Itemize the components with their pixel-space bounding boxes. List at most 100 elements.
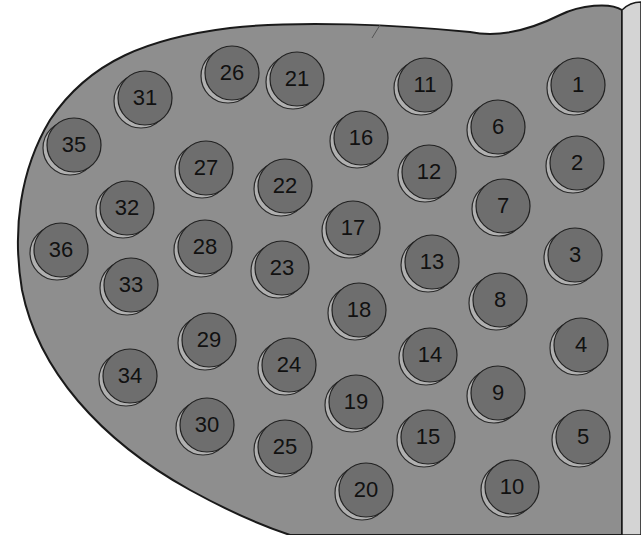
callout-number: 36 [49, 239, 73, 261]
callout-number: 4 [575, 334, 587, 356]
pin-face [405, 235, 459, 289]
pin-face [255, 241, 309, 295]
pin-face [402, 145, 456, 199]
pin-circle: 33 [103, 257, 159, 313]
callout-number: 15 [416, 426, 440, 448]
pin-face [334, 111, 388, 165]
pin-circle: 14 [402, 327, 458, 383]
pin-face [398, 58, 452, 112]
callout-number: 12 [417, 161, 441, 183]
pin-circle: 10 [484, 459, 540, 515]
pin-face [554, 318, 608, 372]
plate-edge [622, 2, 641, 535]
callout-number: 10 [500, 476, 524, 498]
callout-number: 16 [349, 127, 373, 149]
callout-number: 8 [494, 289, 506, 311]
pin-face [180, 398, 234, 452]
pin-face [47, 118, 101, 172]
pin-face [551, 58, 605, 112]
callout-number: 13 [420, 251, 444, 273]
callout-number: 18 [347, 299, 371, 321]
callout-number: 21 [285, 68, 309, 90]
callout-number: 3 [569, 244, 581, 266]
pin-face [258, 420, 312, 474]
callout-number: 5 [577, 426, 589, 448]
callout-number: 34 [118, 365, 142, 387]
callout-number: 29 [197, 329, 221, 351]
pin-face [262, 338, 316, 392]
pin-circle: 4 [553, 317, 609, 373]
pin-circle: 35 [46, 117, 102, 173]
pin-circle: 34 [102, 348, 158, 404]
pin-circle: 23 [254, 240, 310, 296]
pin-face [34, 223, 88, 277]
pin-circle: 3 [547, 227, 603, 283]
pin-face [100, 181, 154, 235]
pin-face [476, 179, 530, 233]
pin-face [471, 366, 525, 420]
callout-number: 17 [341, 217, 365, 239]
pin-circle: 28 [177, 219, 233, 275]
callout-number: 31 [133, 87, 157, 109]
callout-number: 30 [195, 414, 219, 436]
pin-circle: 24 [261, 337, 317, 393]
callout-number: 2 [571, 152, 583, 174]
pin-face [550, 136, 604, 190]
pin-circle: 6 [470, 99, 526, 155]
callout-number: 28 [193, 236, 217, 258]
pin-circle: 26 [204, 45, 260, 101]
pin-face [103, 349, 157, 403]
pin-circle: 15 [400, 409, 456, 465]
pin-face [548, 228, 602, 282]
callout-number: 32 [115, 197, 139, 219]
pin-circle: 8 [472, 272, 528, 328]
plate-body [18, 5, 622, 535]
pin-circle: 27 [178, 140, 234, 196]
pin-circle: 18 [331, 282, 387, 338]
callout-number: 23 [270, 257, 294, 279]
pin-circle: 12 [401, 144, 457, 200]
pin-face [401, 410, 455, 464]
callout-number: 14 [418, 344, 442, 366]
pin-circle: 31 [117, 70, 173, 126]
pin-face [270, 52, 324, 106]
pin-face [179, 141, 233, 195]
pin-circle: 17 [325, 200, 381, 256]
pin-circle: 19 [328, 374, 384, 430]
pin-circle: 9 [470, 365, 526, 421]
pin-circle: 16 [333, 110, 389, 166]
callout-number: 27 [194, 157, 218, 179]
pin-face [178, 220, 232, 274]
pin-face [104, 258, 158, 312]
pin-face [403, 328, 457, 382]
callout-number: 1 [572, 74, 584, 96]
pin-face [473, 273, 527, 327]
pin-face [332, 283, 386, 337]
pin-face [258, 159, 312, 213]
pin-circle: 36 [33, 222, 89, 278]
pin-circle: 25 [257, 419, 313, 475]
pin-circle: 20 [338, 462, 394, 518]
callout-number: 19 [344, 391, 368, 413]
pin-circle: 11 [397, 57, 453, 113]
pin-face [118, 71, 172, 125]
pin-circle: 22 [257, 158, 313, 214]
pin-face [471, 100, 525, 154]
pin-circle: 21 [269, 51, 325, 107]
pin-face [182, 313, 236, 367]
callout-number: 20 [354, 479, 378, 501]
pin-circle: 29 [181, 312, 237, 368]
pin-face [339, 463, 393, 517]
pin-circle: 5 [555, 409, 611, 465]
callout-number: 33 [119, 274, 143, 296]
callout-number: 7 [497, 195, 509, 217]
pin-circle: 7 [475, 178, 531, 234]
pin-circle: 32 [99, 180, 155, 236]
callout-number: 22 [273, 175, 297, 197]
callout-number: 35 [62, 134, 86, 156]
pin-circle: 2 [549, 135, 605, 191]
pin-face [556, 410, 610, 464]
callout-number: 24 [277, 354, 301, 376]
pin-face [485, 460, 539, 514]
